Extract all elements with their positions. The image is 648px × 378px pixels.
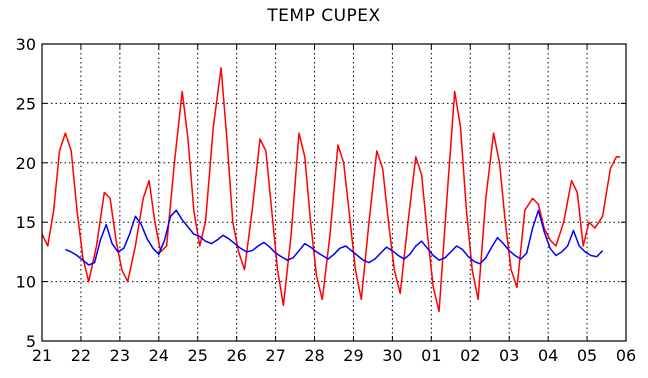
x-tick-label: 02 (460, 346, 480, 365)
x-tick-label: 21 (32, 346, 52, 365)
axis-ticks (41, 43, 627, 342)
series-line-1 (41, 67, 621, 313)
x-tick-label: 30 (382, 346, 402, 365)
x-tick-label: 25 (188, 346, 208, 365)
series-lines (41, 67, 621, 313)
x-tick-label: 01 (421, 346, 441, 365)
y-tick-label: 25 (16, 94, 36, 113)
y-tick-labels: 5 10 15 20 25 30 (16, 35, 36, 351)
chart-title: TEMP CUPEX (267, 6, 381, 26)
x-tick-label: 24 (149, 346, 169, 365)
x-tick-label: 04 (538, 346, 558, 365)
x-tick-label: 03 (499, 346, 519, 365)
y-tick-label: 5 (26, 332, 36, 351)
x-tick-label: 05 (577, 346, 597, 365)
y-tick-label: 10 (16, 273, 36, 292)
x-tick-label: 22 (71, 346, 91, 365)
grid-lines (42, 44, 626, 341)
y-tick-label: 15 (16, 213, 36, 232)
x-tick-labels: 21 22 23 24 25 26 27 28 29 30 01 02 03 04 05 06 (32, 346, 636, 365)
x-tick-label: 26 (226, 346, 246, 365)
x-tick-label: 23 (110, 346, 130, 365)
x-tick-label: 06 (616, 346, 636, 365)
plot-frame (41, 43, 627, 342)
series-line-2 (65, 209, 604, 266)
x-tick-label: 29 (343, 346, 363, 365)
y-tick-label: 20 (16, 154, 36, 173)
x-tick-label: 27 (265, 346, 285, 365)
y-tick-label: 30 (16, 35, 36, 54)
x-tick-label: 28 (304, 346, 324, 365)
